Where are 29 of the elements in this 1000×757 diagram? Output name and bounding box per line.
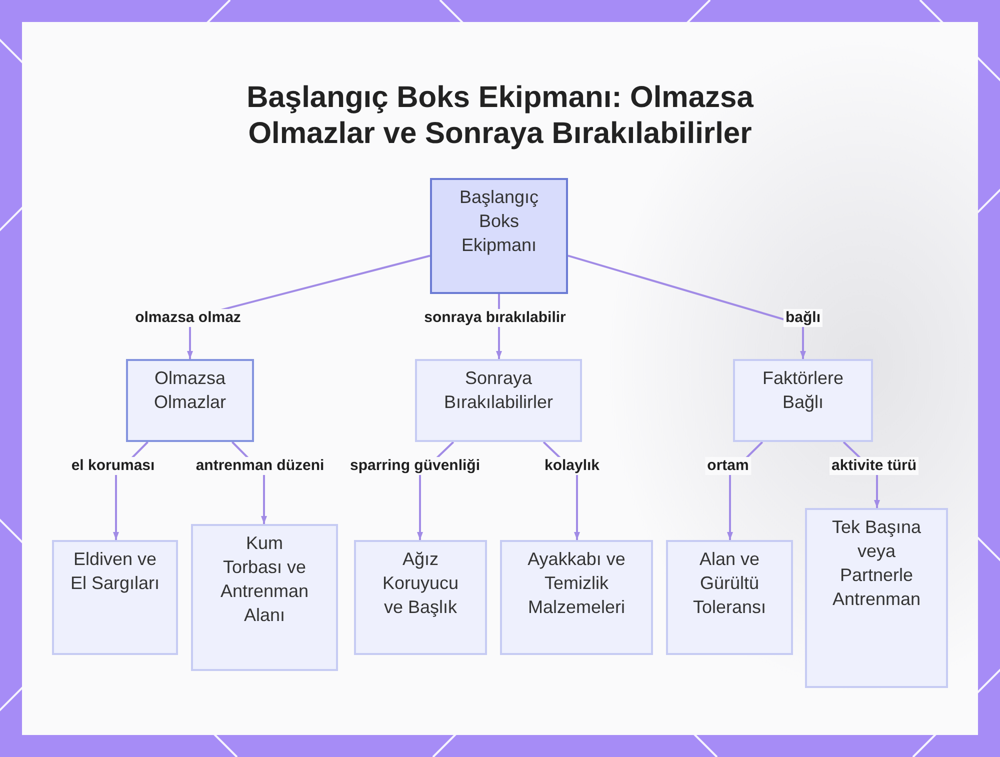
node-text: Alan ve Gürültü Toleransı — [692, 548, 768, 619]
process-box — [500, 540, 653, 655]
node-text: Tek Başına veya Partnerle Antrenman — [830, 516, 922, 611]
node-text: Ayakkabı ve Temizlik Malzemeleri — [526, 548, 626, 619]
node-text: Başlangıç Boks Ekipmanı — [458, 186, 540, 257]
process-box — [805, 508, 948, 688]
edge-label: bağlı — [784, 309, 822, 327]
edge-label: olmazsa olmaz — [133, 309, 243, 327]
process-box — [415, 359, 582, 442]
edge-label: ortam — [705, 457, 751, 475]
process-box — [354, 540, 487, 655]
node-text: Ağız Koruyucu ve Başlık — [381, 548, 460, 619]
node-text: Faktörlere Bağlı — [761, 367, 845, 414]
process-box — [191, 524, 338, 671]
node-text: Sonraya Bırakılabilirler — [442, 367, 554, 414]
edge-label: aktivite türü — [829, 457, 919, 475]
edge-label: antrenman düzeni — [194, 457, 326, 475]
edge-label: el koruması — [69, 457, 157, 475]
process-box — [666, 540, 793, 655]
node-text: Olmazsa Olmazlar — [152, 367, 227, 414]
process-box — [126, 359, 254, 442]
process-box — [52, 540, 178, 655]
title: Başlangıç Boks Ekipmanı: Olmazsa Olmazlar ve Sonraya Bırakılabilirler — [246, 81, 754, 150]
process-box — [430, 178, 568, 294]
arrow — [568, 254, 806, 359]
process-box — [733, 359, 873, 442]
node-text: Kum Torbası ve Antrenman Alanı — [219, 532, 310, 627]
node-text: Eldiven ve El Sargıları — [69, 548, 161, 595]
edge-label: sonraya bırakılabilir — [422, 309, 568, 327]
